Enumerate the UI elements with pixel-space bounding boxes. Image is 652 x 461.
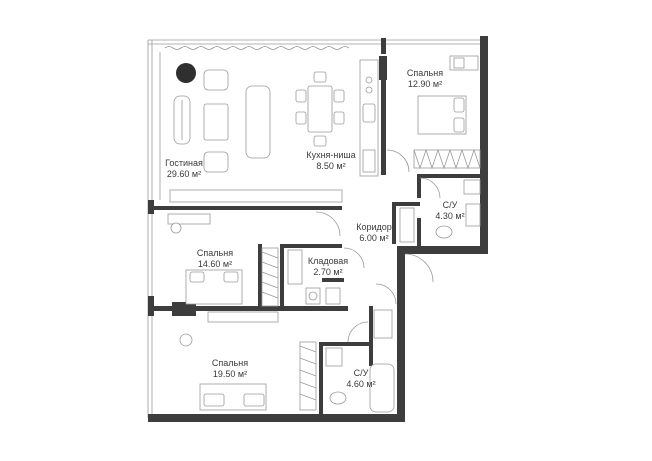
room-area: 4.30 м² <box>435 211 465 221</box>
oven-icon <box>362 149 376 173</box>
wall-bath2-left <box>319 346 323 414</box>
bathtub-icon <box>369 363 395 413</box>
room-label-storage: Кладовая 2.70 м² <box>302 256 354 278</box>
wall-west-a <box>148 200 154 214</box>
room-area: 2.70 м² <box>313 267 343 277</box>
sink-icon <box>325 347 343 367</box>
room-name: Кладовая <box>307 256 349 266</box>
room-label-bedroom2: Спальня 14.60 м² <box>190 248 240 270</box>
room-name: Коридор <box>356 222 392 232</box>
column <box>172 302 196 316</box>
armchair-icon <box>203 151 229 173</box>
room-label-bath1: С/У 4.30 м² <box>428 200 472 222</box>
room-name: Гостиная <box>165 158 203 168</box>
wall-corridor-e <box>392 206 396 244</box>
room-name: С/У <box>353 368 369 378</box>
wall-bath2-right <box>369 306 373 366</box>
wall-kitchen-bedroom-a <box>379 56 387 80</box>
room-label-bath2: С/У 4.60 м² <box>339 368 383 390</box>
windows <box>147 39 480 418</box>
room-name: С/У <box>442 200 458 210</box>
wall-kitchen-bedroom-b <box>381 80 386 175</box>
room-label-kitchen: Кухня-ниша 8.50 м² <box>300 150 362 172</box>
wall-bath1-top <box>417 174 483 178</box>
wall-corridor-ne <box>392 202 420 206</box>
storage-fixtures <box>287 249 341 305</box>
toilet-icon <box>329 391 347 405</box>
room-area: 19.50 м² <box>212 369 248 379</box>
wall-south <box>148 414 405 422</box>
room-area: 14.60 м² <box>197 259 233 269</box>
bathroom1-fixtures <box>399 179 481 243</box>
room-area: 4.60 м² <box>346 379 376 389</box>
shelving-icon <box>287 249 303 285</box>
sink-icon <box>373 309 393 339</box>
wall-bed2-east <box>258 244 262 308</box>
wall-storage-top <box>280 244 342 248</box>
room-label-bedroom3: Спальня 19.50 м² <box>206 358 254 380</box>
washer-icon <box>399 207 415 243</box>
wall-kitchen-top <box>381 38 386 54</box>
room-name: Спальня <box>406 68 444 78</box>
sink-icon <box>463 179 481 195</box>
dining-table-icon <box>307 85 333 133</box>
walls <box>148 36 488 422</box>
wall-west-b <box>148 296 154 316</box>
bedroom3-furniture <box>179 311 317 411</box>
plant-icon <box>176 63 196 83</box>
wardrobe-icon <box>299 341 317 411</box>
room-label-living: Гостиная 29.60 м² <box>160 158 208 180</box>
wall-east-lower <box>397 254 405 422</box>
washer-icon <box>305 287 321 305</box>
wall-bath1-left-b <box>417 218 421 246</box>
armchair-icon <box>203 69 229 91</box>
wall-bath2-top <box>319 342 369 346</box>
door-swings <box>315 149 441 343</box>
wall-storage-left <box>280 248 284 308</box>
sofa-icon <box>245 85 271 159</box>
shelf-icon <box>207 311 279 323</box>
dryer-icon <box>325 287 341 305</box>
shower-icon <box>465 203 481 227</box>
bathroom2-fixtures <box>325 309 395 413</box>
wall-east-step <box>397 246 488 254</box>
wall-living-south <box>152 206 342 210</box>
living-furniture <box>169 59 379 203</box>
room-name: Спальня <box>196 248 234 258</box>
bedroom1-furniture <box>413 55 481 170</box>
wall-bath1-left <box>417 178 421 198</box>
tv-unit-icon <box>169 189 343 203</box>
wall-storage-right <box>322 278 344 282</box>
bedroom2-furniture <box>167 213 279 307</box>
room-label-corridor: Коридор 6.00 м² <box>348 222 400 244</box>
room-name: Кухня-ниша <box>306 150 356 160</box>
wardrobe-icon <box>261 247 279 307</box>
room-area: 6.00 м² <box>359 233 389 243</box>
wall-bed2-bed3 <box>148 306 348 311</box>
room-area: 8.50 м² <box>316 161 346 171</box>
room-label-bedroom1: Спальня 12.90 м² <box>400 68 450 90</box>
desk-icon <box>167 213 211 225</box>
sink-icon <box>362 103 376 123</box>
toilet-icon <box>435 225 453 239</box>
room-name: Спальня <box>211 358 249 368</box>
room-area: 12.90 м² <box>407 79 443 89</box>
wall-east-upper <box>480 36 488 254</box>
coffee-table-icon <box>203 103 229 141</box>
room-area: 29.60 м² <box>166 169 202 179</box>
